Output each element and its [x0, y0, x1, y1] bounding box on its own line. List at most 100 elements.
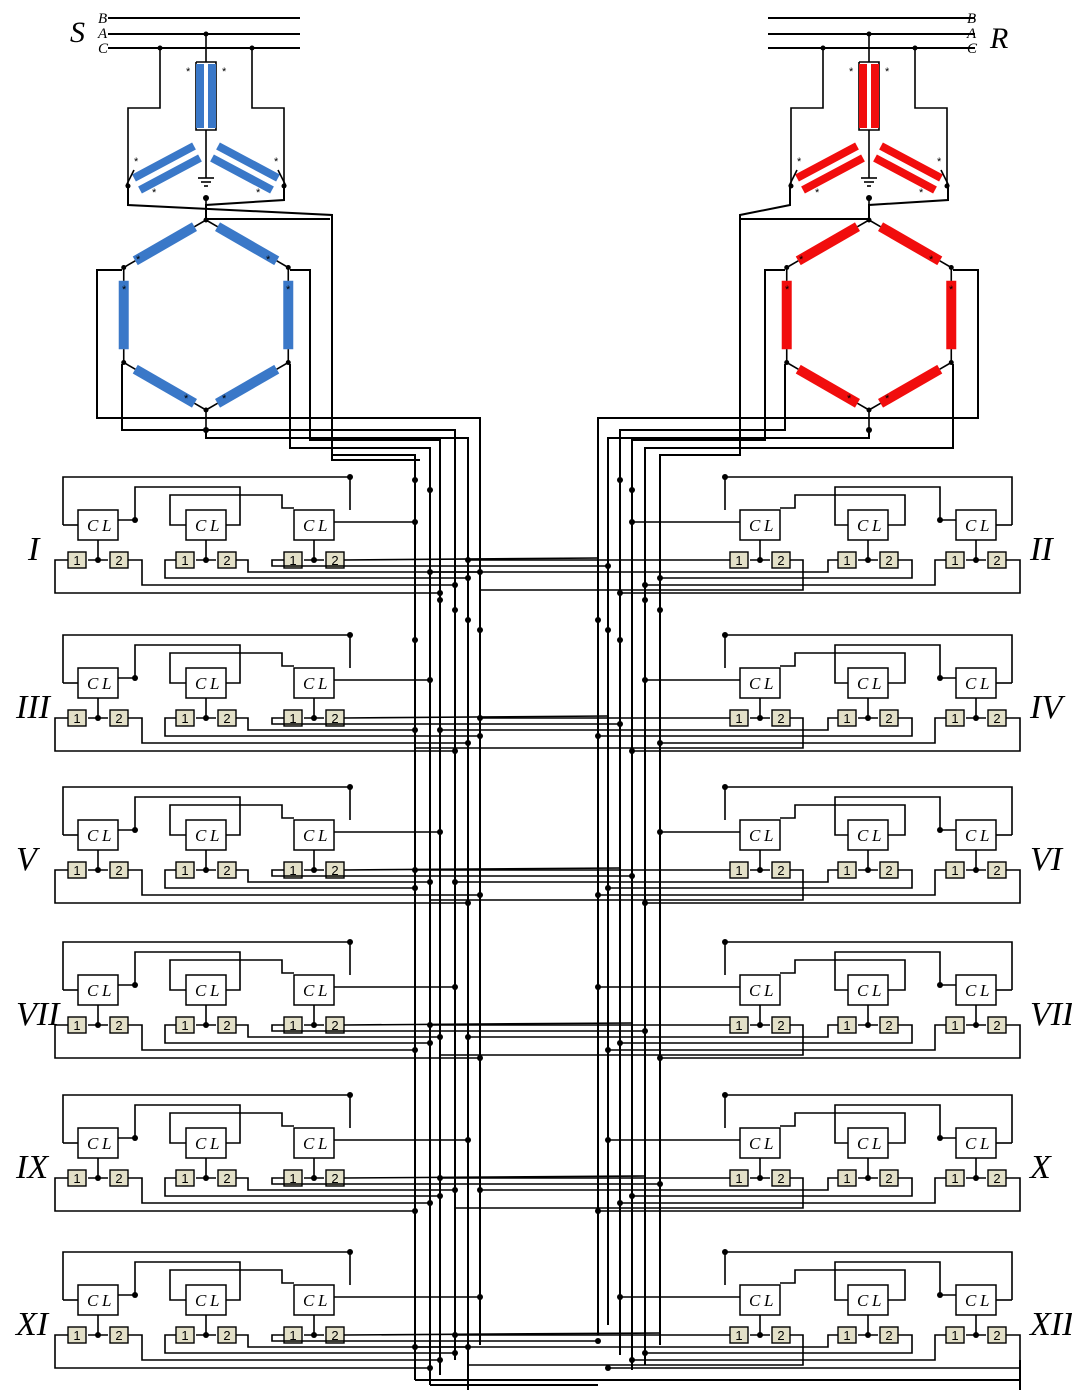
group-wire — [271, 1177, 660, 1185]
junction-dot — [477, 715, 483, 721]
junction-dot — [866, 427, 872, 433]
trunk-wire — [205, 432, 469, 1390]
group-wire — [620, 1177, 946, 1204]
group-wire — [164, 1024, 430, 1044]
junction-dot — [642, 1350, 648, 1356]
junction-dot — [452, 1187, 458, 1193]
switch-2-label: 2 — [331, 1171, 338, 1186]
group-wire — [455, 1177, 804, 1209]
junction-dot — [132, 1292, 138, 1298]
group-wire — [271, 1334, 598, 1342]
cl-label-l: L — [317, 1291, 327, 1310]
junction-dot — [722, 474, 728, 480]
cl-label-c: C — [87, 674, 99, 693]
group-wire — [598, 1177, 1021, 1212]
group-wire — [608, 1334, 1021, 1369]
junction-dot — [595, 1208, 601, 1214]
group-wire — [660, 1024, 1021, 1059]
group-wire — [455, 869, 838, 883]
cl-label-c: C — [195, 981, 207, 1000]
group-wire — [780, 804, 906, 836]
junction-dot — [121, 360, 127, 365]
switch-2-label: 2 — [777, 1328, 784, 1343]
group-wire — [62, 941, 351, 990]
winding-mark: * — [799, 254, 804, 266]
junction-dot — [452, 607, 458, 613]
switch-2-label: 2 — [993, 863, 1000, 878]
cl-label-c: C — [195, 826, 207, 845]
group-wire — [632, 1334, 946, 1361]
switch-2-label: 2 — [777, 711, 784, 726]
junction-dot — [617, 721, 623, 727]
group-label: VIII — [1030, 996, 1072, 1033]
winding-mark: * — [885, 66, 890, 78]
group-wire — [660, 559, 913, 579]
cl-box — [739, 509, 781, 541]
switch-2-label: 2 — [223, 711, 230, 726]
junction-dot — [629, 519, 635, 525]
cl-label-c: C — [965, 1291, 977, 1310]
cl-label-l: L — [979, 1291, 989, 1310]
group-wire — [236, 1024, 440, 1038]
junction-dot — [452, 984, 458, 990]
winding-bar — [878, 222, 943, 266]
cl-label-c: C — [195, 1134, 207, 1153]
cl-label-l: L — [979, 674, 989, 693]
group-wire — [780, 494, 906, 526]
group-wire — [645, 1334, 913, 1354]
junction-dot — [477, 892, 483, 898]
cl-label-l: L — [871, 516, 881, 535]
cl-label-l: L — [101, 516, 111, 535]
junction-dot — [427, 1365, 433, 1371]
junction-dot — [427, 677, 433, 683]
group-wire — [468, 1024, 838, 1038]
junction-dot — [784, 360, 790, 365]
switch-1-label: 1 — [735, 863, 742, 878]
group-wire — [645, 559, 946, 586]
cl-label-c: C — [965, 674, 977, 693]
junction-dot — [452, 748, 458, 754]
group-wire — [343, 1175, 646, 1179]
group-wire — [62, 1094, 351, 1143]
switch-2-label: 2 — [331, 553, 338, 568]
junction-dot — [948, 360, 954, 365]
winding-mark: * — [184, 393, 189, 405]
switch-1-label: 1 — [289, 1328, 296, 1343]
winding-bar — [795, 222, 860, 266]
winding-bar — [801, 154, 865, 194]
switch-1-label: 1 — [843, 1328, 850, 1343]
machine-label: R — [989, 22, 1008, 55]
junction-dot — [617, 1294, 623, 1300]
junction-dot — [412, 885, 418, 891]
group-wire — [780, 1269, 906, 1301]
cl-label-l: L — [871, 826, 881, 845]
junction-dot — [412, 477, 418, 483]
cl-label-c: C — [857, 516, 869, 535]
group-wire — [62, 786, 351, 835]
junction-dot — [595, 1338, 601, 1344]
switch-2-label: 2 — [777, 1018, 784, 1033]
junction-dot — [347, 1092, 353, 1098]
switch-1-label: 1 — [951, 863, 958, 878]
switch-2-label: 2 — [993, 1018, 1000, 1033]
cl-box — [293, 974, 335, 1006]
winding-mark: * — [286, 284, 291, 296]
junction-dot — [452, 1350, 458, 1356]
group-wire — [128, 559, 455, 586]
junction-dot — [617, 477, 623, 483]
feeder-wire — [127, 48, 161, 186]
junction-dot — [437, 1357, 443, 1363]
cl-label-l: L — [871, 1134, 881, 1153]
group-wire — [660, 717, 946, 744]
switch-2-label: 2 — [993, 711, 1000, 726]
group-wire — [724, 1251, 1013, 1300]
junction-dot — [465, 575, 471, 581]
cl-label-c: C — [749, 981, 761, 1000]
group-wire — [164, 869, 415, 889]
